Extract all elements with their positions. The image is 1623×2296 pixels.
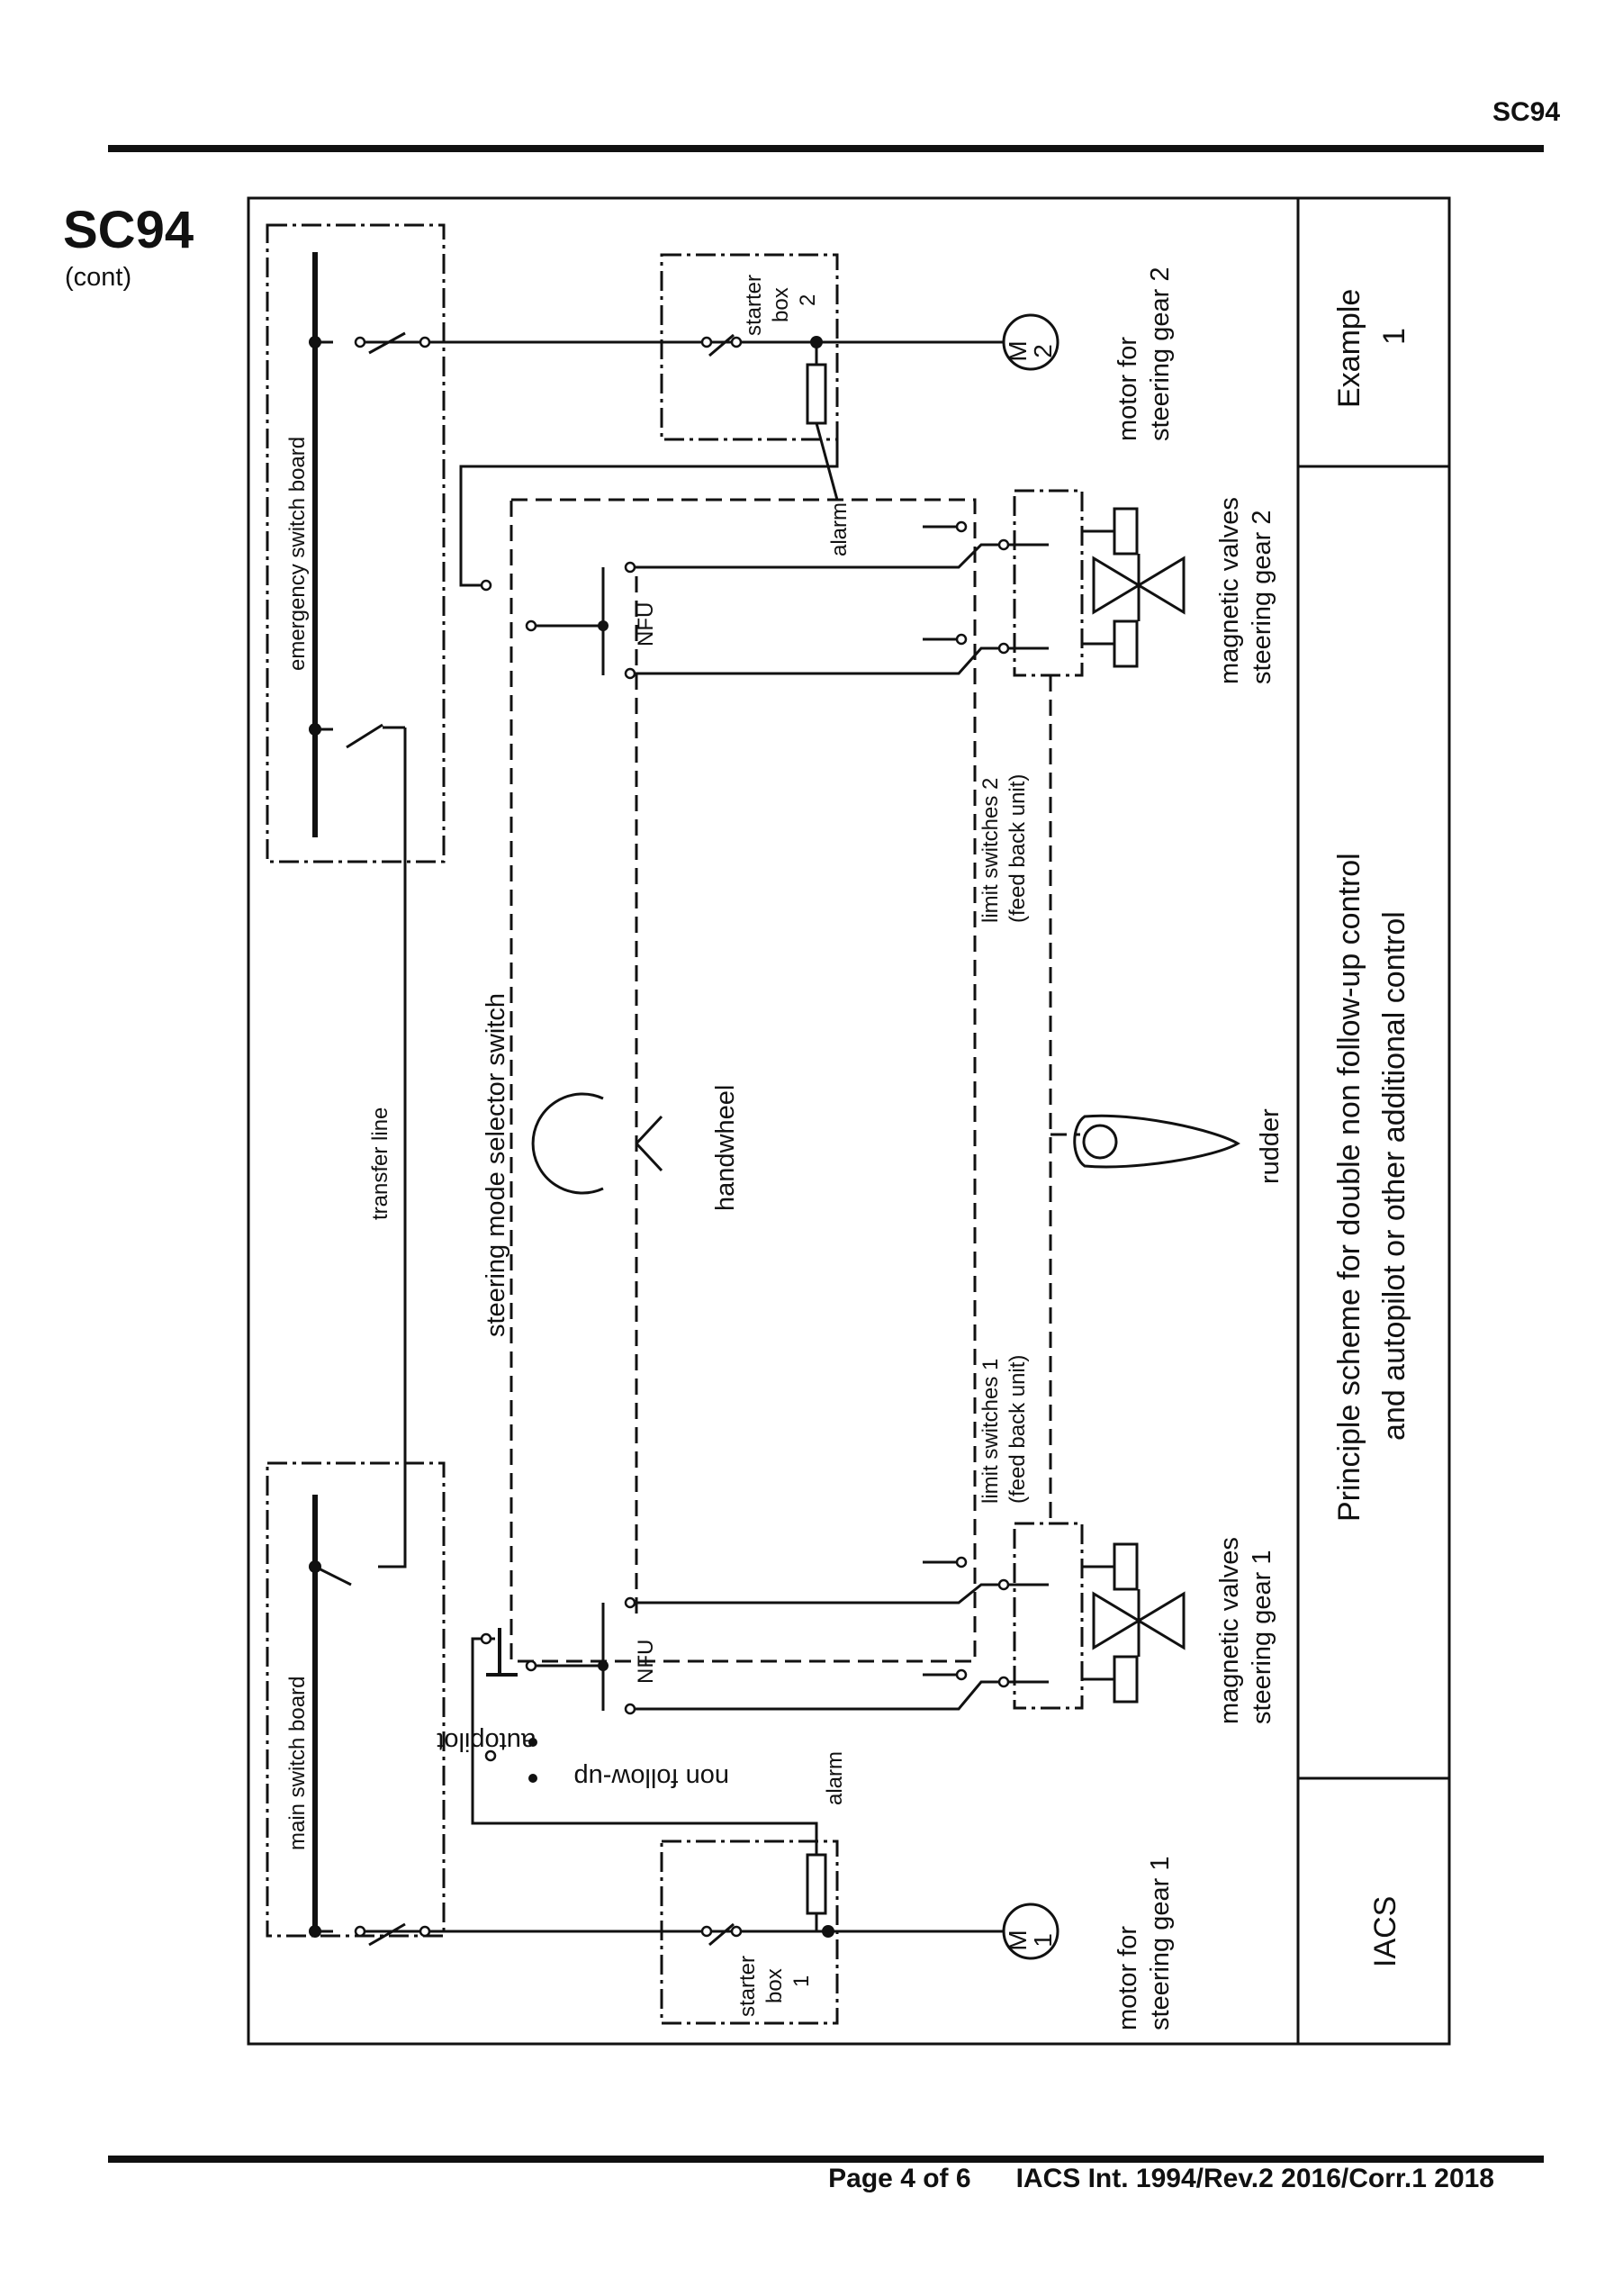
title-example-number: 1 — [1377, 328, 1411, 345]
valve-box-1-frame — [1013, 1522, 1084, 1710]
label-starter-box-1-c: 1 — [789, 1975, 814, 1987]
label-magnetic-valves-1-a: magnetic valves — [1215, 1537, 1244, 1724]
motor-1-circle — [1002, 1903, 1059, 1960]
label-magnetic-valves-2-b: steering gear 2 — [1248, 511, 1276, 684]
label-starter-box-1-a: starter — [735, 1956, 760, 2017]
title-principle-line1: Principle scheme for double non follow-u… — [1332, 853, 1366, 1522]
valve-2-right — [1136, 556, 1186, 615]
label-steering-mode-selector-switch: steering mode selector switch — [482, 993, 510, 1337]
label-alarm-bottom: alarm — [823, 1751, 847, 1805]
valve-1-right — [1136, 1591, 1186, 1650]
valve-coil-1a — [1113, 1542, 1139, 1591]
control-dashed-loop-outer — [509, 498, 977, 1663]
valve-2-left — [1092, 556, 1141, 615]
label-magnetic-valves-1-b: steering gear 1 — [1248, 1550, 1276, 1724]
label-limit-switches-1-b: (feed back unit) — [1005, 1355, 1030, 1504]
label-main-switch-board: main switch board — [285, 1677, 310, 1850]
label-motor-2-b: steering gear 2 — [1146, 267, 1175, 441]
valve-box-2-frame — [1013, 489, 1084, 677]
diagram-frame — [247, 196, 1451, 2046]
starter-box-2-frame — [660, 253, 839, 441]
label-magnetic-valves-2-a: magnetic valves — [1215, 497, 1244, 684]
label-nfu-bottom: NFU — [634, 1640, 658, 1684]
footer: Page 4 of 6 IACS Int. 1994/Rev.2 2016/Co… — [630, 2164, 1494, 2194]
alarm-relay-1 — [806, 1853, 827, 1915]
transfer-line-wire — [378, 728, 407, 1568]
label-motor-1-b: steering gear 1 — [1146, 1857, 1175, 2030]
label-starter-box-2-c: 2 — [796, 294, 820, 306]
valve-coil-2a — [1113, 507, 1139, 556]
handwheel-symbol — [531, 1092, 604, 1195]
section-continued: (cont) — [65, 263, 132, 292]
footer-ref: IACS Int. 1994/Rev.2 2016/Corr.1 2018 — [1015, 2164, 1494, 2193]
label-starter-box-2-a: starter — [742, 275, 766, 336]
motor-2-m: M — [1004, 340, 1032, 361]
header-rule — [108, 145, 1544, 152]
label-alarm-top: alarm — [827, 502, 852, 556]
valve-coil-2b — [1113, 619, 1139, 668]
main-switch-board-box — [266, 1461, 446, 1938]
label-emergency-switch-board: emergency switch board — [285, 437, 310, 671]
label-handwheel: handwheel — [711, 1085, 740, 1211]
motor-1-num: 1 — [1029, 1933, 1057, 1948]
label-limit-switches-2-b: (feed back unit) — [1005, 774, 1030, 923]
label-limit-switches-2-a: limit switches 2 — [978, 778, 1003, 923]
footer-rule — [108, 2156, 1544, 2163]
footer-page: Page 4 of 6 — [828, 2164, 971, 2193]
rudder-symbol — [1073, 1114, 1240, 1169]
title-example-label: Example — [1332, 289, 1366, 408]
label-starter-box-2-b: box — [769, 287, 793, 322]
label-limit-switches-1-a: limit switches 1 — [978, 1359, 1003, 1504]
emergency-switch-board-box — [266, 223, 446, 863]
section-code: SC94 — [63, 201, 194, 259]
label-starter-box-1-b: box — [762, 1968, 787, 2003]
label-transfer-line: transfer line — [368, 1107, 392, 1220]
header-code: SC94 — [1492, 97, 1560, 127]
motor-2-circle — [1002, 313, 1059, 371]
label-motor-1-a: motor for — [1114, 1926, 1142, 2030]
alarm-relay-2 — [806, 363, 827, 425]
motor-2-num: 2 — [1029, 344, 1057, 358]
label-non-follow-up: non follow-up — [574, 1763, 730, 1792]
label-nfu-top: NFU — [634, 602, 658, 646]
valve-1-left — [1092, 1591, 1141, 1650]
label-rudder: rudder — [1256, 1108, 1285, 1184]
valve-coil-1b — [1113, 1655, 1139, 1704]
title-principle-line2: and autopilot or other additional contro… — [1377, 911, 1411, 1441]
title-org: IACS — [1368, 1896, 1402, 1967]
label-autopilot: autopilot — [437, 1727, 536, 1756]
label-motor-2-a: motor for — [1114, 337, 1142, 441]
motor-1-m: M — [1004, 1930, 1032, 1950]
